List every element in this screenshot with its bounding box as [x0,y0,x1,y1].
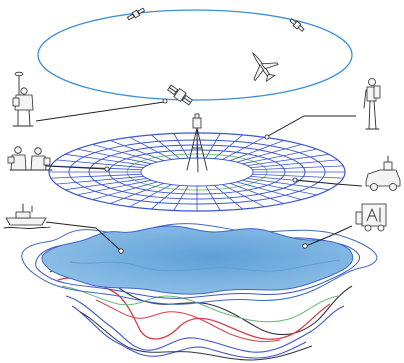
grid-spoke [252,165,344,171]
grid-spoke [250,159,338,169]
field-surveyors-icon [7,146,53,171]
grid-spoke [205,185,221,211]
grid-spoke [77,148,152,165]
grid-spoke [214,184,243,210]
grid-spoke [222,184,265,208]
grid-spoke [236,144,302,163]
satellite-icon [126,7,146,21]
grid-spoke [129,136,172,160]
grid-spoke [236,181,302,200]
grid-spoke [65,178,148,191]
satellite-icon [167,84,193,106]
terrain-fill [41,225,354,295]
grid-spoke [229,140,285,162]
gnss-surveyor-icon [12,71,34,127]
grid-spoke [173,185,189,211]
hiker-with-backpack-icon [363,78,381,130]
contour-line [95,299,281,343]
grid-spoke [56,159,144,169]
grid-spoke [92,181,158,200]
grid-spoke [65,153,148,166]
grid-spoke [56,175,144,185]
grid-spoke [109,182,165,204]
grid-spoke [77,179,152,196]
grid-spoke [129,184,172,208]
terrain-surface [21,223,378,305]
grid-spoke [242,148,317,165]
grid-spoke [151,134,180,160]
grid-spoke [229,182,285,204]
aircraft-icon [252,51,279,83]
grid-spoke [50,173,142,179]
grid-spoke [222,136,265,160]
grid-spoke [151,184,180,210]
survey-boat-icon [3,203,51,230]
total-station-tripod-icon [186,113,208,173]
grid-spoke [205,133,221,159]
grid-spoke [242,179,317,196]
grid-spoke [214,134,243,160]
satellite-icon [289,18,305,32]
contour-line [71,305,307,359]
satellite-orbit [37,9,353,101]
terrain-outline-outer [21,223,378,305]
grid-spoke [173,133,189,159]
contour-line [79,311,313,361]
contour-line [65,295,345,353]
survey-vehicle-icon [365,155,401,191]
contour-line [57,277,331,340]
grid-spoke [246,153,329,166]
terrain-ridge [69,259,341,272]
grid-spoke [246,178,329,191]
grid-spoke [92,144,158,163]
grid-spoke [109,140,165,162]
grid-ring [140,157,254,187]
callout-leaders [35,98,363,254]
terrain-contours [49,266,353,361]
mobile-lab-trailer-icon [355,203,387,232]
contour-line [61,285,339,323]
grid-spoke [252,173,344,179]
